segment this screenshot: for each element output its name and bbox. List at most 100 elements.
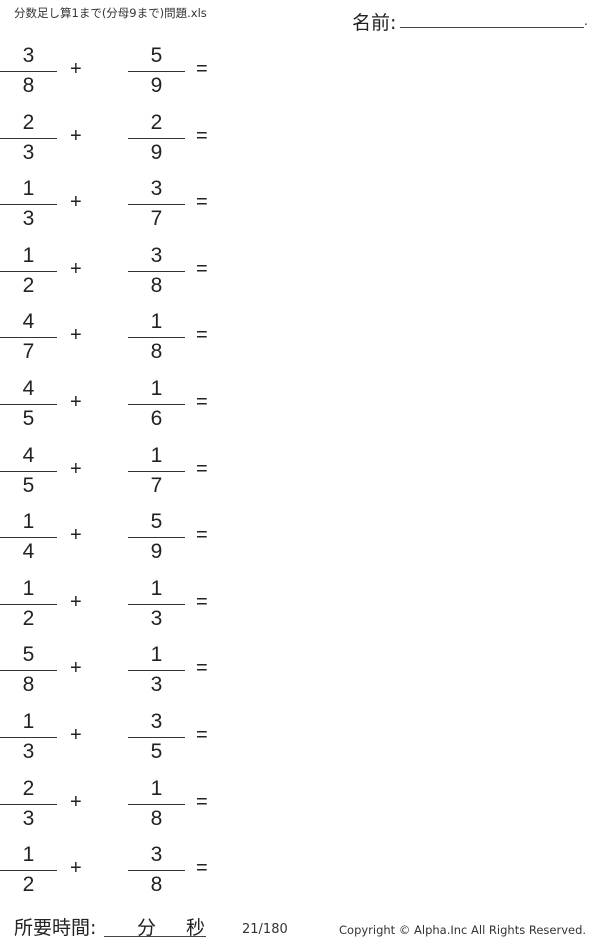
numerator: 1 — [150, 643, 163, 667]
denominator: 7 — [150, 207, 163, 231]
denominator: 8 — [150, 273, 163, 297]
time-label: 所要時間: — [14, 917, 97, 939]
plus-sign: + — [70, 790, 82, 813]
denominator: 2 — [22, 873, 35, 897]
fraction-bar — [0, 737, 57, 738]
fraction-bar — [0, 71, 57, 72]
fraction-bar — [0, 803, 57, 805]
denominator: 8 — [150, 806, 163, 830]
equals-sign: = — [196, 524, 208, 547]
numerator: 3 — [22, 44, 35, 67]
plus-sign: + — [70, 391, 82, 413]
fraction-bar — [128, 870, 185, 872]
equals-sign: = — [196, 58, 208, 80]
denominator: 3 — [22, 740, 35, 763]
equals-sign: = — [196, 457, 208, 480]
denominator: 9 — [150, 74, 163, 97]
numerator: 1 — [150, 310, 163, 334]
plus-sign: + — [70, 191, 82, 214]
plus-sign: + — [70, 324, 82, 347]
page-number: 21/180 — [242, 922, 288, 937]
numerator: 1 — [150, 776, 163, 800]
denominator: 2 — [22, 606, 35, 630]
denominator: 2 — [22, 273, 35, 297]
equals-sign: = — [196, 257, 208, 280]
denominator: 8 — [22, 673, 35, 697]
numerator: 1 — [150, 443, 163, 467]
denominator: 8 — [150, 340, 163, 364]
file-title: 分数足し算1まで(分母9まで)問題.xls — [14, 6, 207, 20]
numerator: 1 — [22, 177, 35, 201]
time-field-line — [104, 936, 206, 937]
fraction-bar — [0, 337, 57, 339]
denominator: 6 — [150, 407, 163, 430]
denominator: 7 — [22, 340, 35, 364]
equals-sign: = — [196, 124, 208, 147]
denominator: 8 — [22, 74, 35, 97]
plus-sign: + — [70, 724, 82, 746]
numerator: 3 — [150, 843, 163, 867]
denominator: 3 — [22, 806, 35, 830]
denominator: 8 — [150, 873, 163, 897]
denominator: 9 — [150, 140, 163, 164]
denominator: 9 — [150, 540, 163, 564]
fraction-bar — [128, 137, 185, 139]
fraction-bar — [0, 470, 57, 472]
denominator: 3 — [150, 606, 163, 630]
equals-sign: = — [196, 790, 208, 813]
fraction-bar — [0, 870, 57, 872]
plus-sign: + — [70, 657, 82, 680]
equals-sign: = — [196, 657, 208, 680]
numerator: 2 — [22, 110, 35, 134]
fraction-bar — [128, 204, 185, 206]
plus-sign: + — [70, 257, 82, 280]
denominator: 4 — [22, 540, 35, 564]
seconds-label: 秒 — [186, 917, 206, 939]
fraction-bar — [0, 537, 57, 539]
numerator: 1 — [22, 510, 35, 534]
name-label: 名前: — [352, 12, 397, 34]
plus-sign: + — [70, 590, 82, 613]
copyright: Copyright © Alpha.Inc All Rights Reserve… — [339, 923, 587, 937]
minutes-label: 分 — [137, 917, 157, 939]
fraction-bar — [0, 603, 57, 605]
fraction-bar — [0, 404, 57, 405]
numerator: 4 — [22, 443, 35, 467]
equals-sign: = — [196, 857, 208, 880]
fraction-bar — [128, 603, 185, 605]
name-field-line — [400, 27, 584, 28]
numerator: 1 — [150, 377, 163, 400]
denominator: 3 — [150, 673, 163, 697]
denominator: 7 — [150, 473, 163, 497]
plus-sign: + — [70, 857, 82, 880]
numerator: 1 — [150, 576, 163, 600]
numerator: 1 — [22, 710, 35, 733]
numerator: 3 — [150, 243, 163, 267]
equals-sign: = — [196, 724, 208, 746]
plus-sign: + — [70, 524, 82, 547]
numerator: 4 — [22, 377, 35, 400]
numerator: 1 — [22, 576, 35, 600]
name-end: . — [584, 14, 588, 28]
numerator: 5 — [150, 44, 163, 67]
plus-sign: + — [70, 457, 82, 480]
numerator: 2 — [22, 776, 35, 800]
equals-sign: = — [196, 391, 208, 413]
